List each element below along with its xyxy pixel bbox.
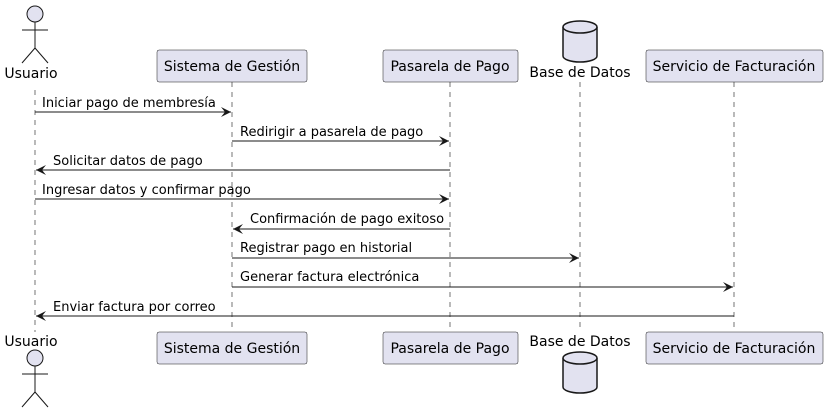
participant-box-sistema-top — [156, 49, 308, 83]
actor-icon-bottom — [21, 349, 49, 408]
message-label-2: Redirigir a pasarela de pago — [240, 125, 423, 140]
message-label-4: Ingresar datos y confirmar pago — [42, 183, 251, 198]
participant-label-facturacion-bottom: Servicio de Facturación — [653, 341, 816, 357]
participant-box-sistema-bottom — [156, 331, 308, 365]
database-icon-bottom — [562, 351, 598, 394]
message-label-3: Solicitar datos de pago — [53, 154, 203, 169]
actor-icon-top — [21, 5, 49, 64]
message-label-7: Generar factura electrónica — [240, 270, 419, 285]
participant-box-pasarela-top — [382, 49, 519, 83]
participant-label-base-datos-bottom: Base de Datos — [529, 334, 630, 350]
participant-box-facturacion-bottom — [645, 331, 824, 365]
participant-label-usuario-bottom: Usuario — [4, 334, 57, 350]
participant-label-sistema-top: Sistema de Gestión — [164, 59, 300, 75]
participant-label-sistema-bottom: Sistema de Gestión — [164, 341, 300, 357]
message-label-5: Confirmación de pago exitoso — [250, 212, 444, 227]
participant-label-pasarela-top: Pasarela de Pago — [390, 59, 509, 75]
participant-label-pasarela-bottom: Pasarela de Pago — [390, 341, 509, 357]
message-label-6: Registrar pago en historial — [240, 241, 412, 256]
participant-label-usuario-top: Usuario — [4, 66, 57, 82]
database-icon-top — [562, 20, 598, 63]
participant-label-facturacion-top: Servicio de Facturación — [653, 59, 816, 75]
participant-box-pasarela-bottom — [382, 331, 519, 365]
participant-label-base-datos-top: Base de Datos — [529, 65, 630, 81]
participant-box-facturacion-top — [645, 49, 824, 83]
message-label-1: Iniciar pago de membresía — [42, 96, 216, 111]
message-label-8: Enviar factura por correo — [53, 300, 216, 315]
